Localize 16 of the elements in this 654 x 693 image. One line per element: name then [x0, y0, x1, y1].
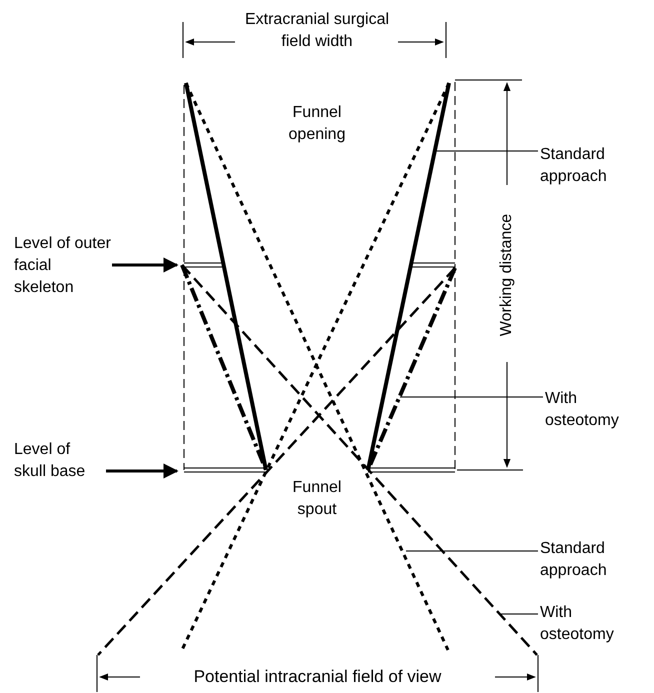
dimension-label: Potential intracranial field of view [194, 666, 442, 688]
callout-text: Level of skull base [14, 440, 86, 482]
dimension-label: Extracranial surgical field width [244, 10, 390, 52]
region-label: Funnel spout [292, 478, 342, 520]
leader-line [434, 150, 538, 152]
leader-line [406, 550, 538, 552]
arrow [112, 258, 178, 272]
callout-text: Standard approach [540, 145, 608, 187]
callout-text: With osteotomy [540, 603, 615, 645]
callout-text: With osteotomy [545, 389, 620, 431]
arrow [106, 464, 178, 478]
callout-text: Standard approach [540, 539, 608, 581]
leader-line [400, 396, 544, 398]
dimension-label: Working distance [497, 214, 516, 336]
callout-text: Level of outer facial skeleton [14, 234, 112, 298]
region-label: Funnel opening [288, 103, 346, 145]
